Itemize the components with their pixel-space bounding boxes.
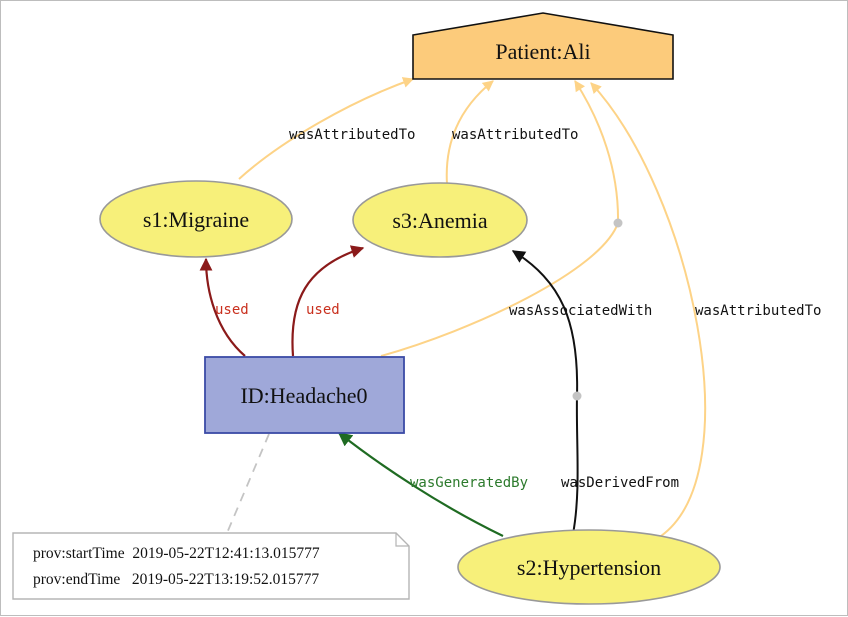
- edge-associated-upper: [511, 250, 579, 397]
- entity-shape: [457, 529, 721, 605]
- node-label-migraine: s1:Migraine: [143, 207, 249, 232]
- edge-anemia-attributed: [445, 80, 494, 185]
- label-derived-from: wasDerivedFrom: [561, 475, 679, 491]
- relay-dot-upper: [613, 218, 623, 228]
- label-generated-by: wasGeneratedBy: [410, 475, 528, 491]
- node-label-anemia: s3:Anemia: [392, 208, 488, 233]
- agent-shape: [412, 12, 674, 80]
- note-start-time: prov:startTime 2019-05-22T12:41:13.01577…: [33, 545, 320, 562]
- note-end-time: prov:endTime 2019-05-22T13:19:52.015777: [33, 571, 319, 588]
- label-migraine-attributed: wasAttributedTo: [289, 127, 415, 143]
- edge-dot-to-patient: [574, 80, 620, 224]
- label-used-anemia: used: [306, 302, 340, 318]
- edge-migraine-attributed: [238, 77, 415, 180]
- node-s1-migraine[interactable]: s1:Migraine: [99, 180, 293, 258]
- entity-shape: [352, 182, 528, 258]
- node-label-hypertension: s2:Hypertension: [517, 555, 661, 580]
- entity-shape: [99, 180, 293, 258]
- time-note: prov:startTime 2019-05-22T12:41:13.01577…: [12, 532, 410, 600]
- node-headache0[interactable]: ID:Headache0: [204, 356, 405, 434]
- relay-dot-lower: [572, 391, 582, 401]
- label-hypertension-attributed: wasAttributedTo: [695, 303, 821, 319]
- edge-hypertension-attributed: [590, 82, 707, 537]
- node-s3-anemia[interactable]: s3:Anemia: [352, 182, 528, 258]
- node-patient-ali[interactable]: Patient:Ali: [412, 12, 674, 80]
- node-label-patient: Patient:Ali: [495, 39, 590, 64]
- edge-derived-lower: [572, 395, 579, 535]
- edge-used-anemia: [291, 245, 365, 357]
- node-s2-hypertension[interactable]: s2:Hypertension: [457, 529, 721, 605]
- activity-shape: [204, 356, 405, 434]
- note-fold: [395, 533, 409, 547]
- edge-used-migraine: [199, 257, 246, 357]
- edge-headache-to-dot: [380, 222, 619, 357]
- edge-generated-by: [337, 432, 504, 537]
- note-shape: [12, 532, 410, 600]
- label-associated-with: wasAssociatedWith: [509, 303, 652, 319]
- label-anemia-attributed: wasAttributedTo: [452, 127, 578, 143]
- node-label-headache: ID:Headache0: [240, 383, 367, 408]
- label-used-migraine: used: [215, 302, 249, 318]
- note-connector: [226, 433, 270, 534]
